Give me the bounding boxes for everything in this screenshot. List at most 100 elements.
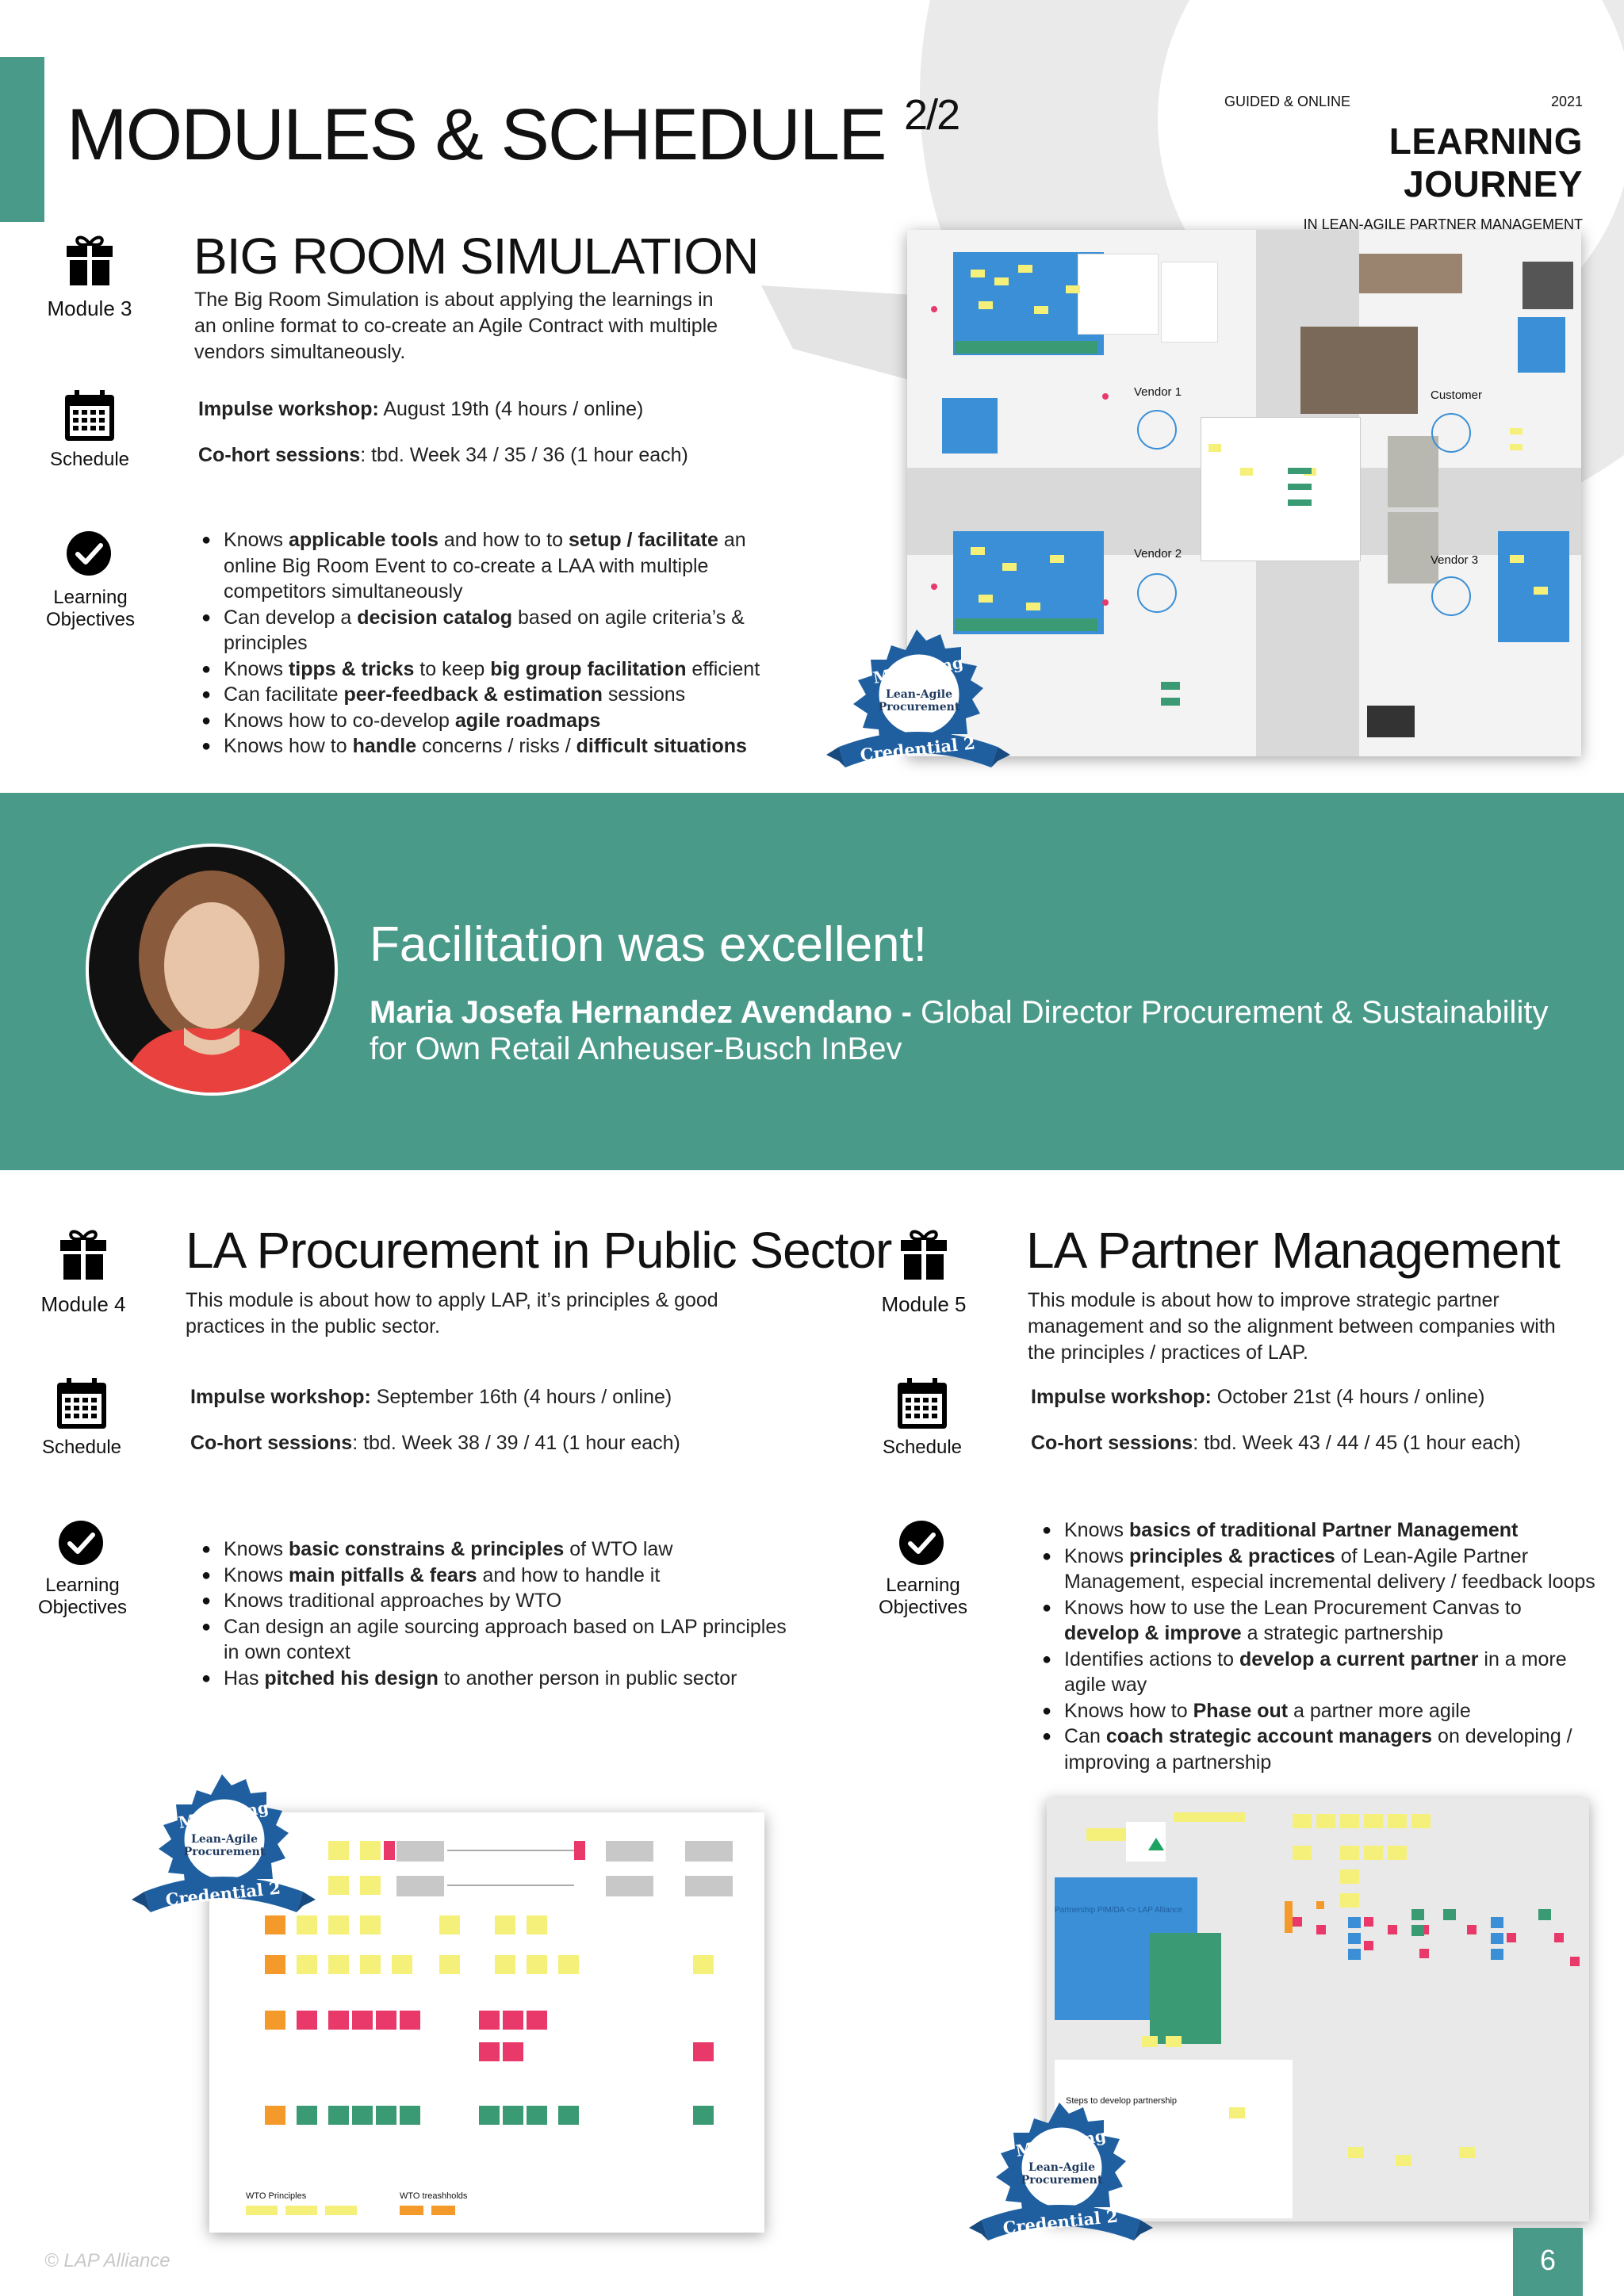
- checkmark-icon: [899, 1521, 944, 1565]
- module5-impulse-label: Impulse workshop:: [1031, 1386, 1212, 1408]
- module5-cohort-label: Co-hort sessions: [1031, 1432, 1193, 1454]
- objective-text: coach strategic account managers: [1105, 1725, 1433, 1747]
- module3-gift-icon-wrap: [62, 232, 117, 291]
- objective-text: Can facilitate: [224, 683, 344, 706]
- objective-text: Phase out: [1193, 1699, 1289, 1722]
- objective-text: handle: [352, 735, 417, 757]
- page-number-box: [1513, 2228, 1583, 2296]
- calendar-icon: [898, 1378, 947, 1429]
- vendor1-label: Vendor 1: [1134, 385, 1182, 399]
- objective-text: principles & practices: [1128, 1544, 1335, 1567]
- customer-label: Customer: [1431, 388, 1483, 402]
- module3-title: BIG ROOM SIMULATION: [193, 228, 759, 285]
- objective-text: tipps & tricks: [288, 657, 415, 680]
- module4-board-image: WTO Principles WTO treashholds: [209, 1812, 764, 2233]
- module5-impulse: Impulse workshop: October 21st (4 hours …: [1031, 1386, 1484, 1409]
- module4-objectives-label: Learning Objectives: [37, 1575, 128, 1618]
- gift-icon: [901, 1230, 947, 1280]
- module3-cohort-value: : tbd. Week 34 / 35 / 36 (1 hour each): [360, 444, 688, 466]
- module4-impulse: Impulse workshop: September 16th (4 hour…: [190, 1386, 672, 1409]
- objective-text: based on agile criteria’s & principles: [224, 606, 745, 655]
- objective-text: peer-feedback & estimation: [343, 683, 603, 706]
- objective-text: in a more agile way: [1064, 1647, 1567, 1697]
- module4-label: Module 4: [40, 1292, 126, 1316]
- checkmark-icon: [59, 1521, 103, 1565]
- module5-description: This module is about how to improve stra…: [1028, 1289, 1556, 1364]
- objective-text: Knows how to co-develop: [224, 709, 455, 732]
- vendor3-label: Vendor 3: [1431, 553, 1479, 567]
- objective-text: agile roadmaps: [454, 709, 601, 732]
- page-title: MODULES & SCHEDULE 2/2: [67, 91, 960, 177]
- objective-text: applicable tools: [288, 529, 439, 551]
- module3-cohort-label: Co-hort sessions: [198, 444, 361, 466]
- objective-item: Knows applicable tools and how to to set…: [201, 527, 788, 605]
- objective-item: Knows principles & practices of Lean-Agi…: [1042, 1544, 1597, 1595]
- module4-impulse-label: Impulse workshop:: [190, 1386, 371, 1408]
- gift-icon: [67, 235, 113, 285]
- objective-text: a strategic partnership: [1241, 1622, 1443, 1644]
- objective-text: to another person in public sector: [438, 1667, 737, 1689]
- brand-title: LEARNING JOURNEY: [1388, 121, 1583, 205]
- objective-text: basics of traditional Partner Management: [1128, 1519, 1519, 1541]
- objective-text: Knows: [1064, 1544, 1129, 1567]
- module3-impulse-label: Impulse workshop:: [198, 398, 379, 420]
- brand-block: GUIDED & ONLINE 2021 LEARNING JOURNEY IN…: [1224, 94, 1583, 233]
- objective-item: Can design an agile sourcing approach ba…: [201, 1614, 804, 1666]
- module5-board-label-b: Steps to develop partnership: [1066, 2096, 1178, 2106]
- module3-cohort: Co-hort sessions: tbd. Week 34 / 35 / 36…: [198, 444, 688, 467]
- module4-title: LA Procurement in Public Sector: [186, 1222, 892, 1279]
- module4-cohort-label: Co-hort sessions: [190, 1432, 353, 1454]
- objective-text: Knows: [224, 1538, 289, 1560]
- objective-text: Knows how to: [224, 735, 353, 757]
- objective-text: a partner more agile: [1288, 1699, 1471, 1722]
- objective-text: setup / facilitate: [568, 529, 718, 551]
- module5-title: LA Partner Management: [1026, 1222, 1561, 1279]
- module4-cohort: Co-hort sessions: tbd. Week 38 / 39 / 41…: [190, 1432, 680, 1455]
- module5-board-label-a: Partnership PIM/DA <> LAP Alliance: [1055, 1906, 1183, 1915]
- module3-impulse: Impulse workshop: August 19th (4 hours /…: [198, 398, 643, 421]
- objective-text: pitched his design: [264, 1667, 439, 1689]
- badge-line1: Lean-Agile: [191, 1833, 258, 1846]
- objective-text: decision catalog: [357, 606, 513, 629]
- module3-checkmark-icon-wrap: [65, 530, 113, 581]
- objective-item: Identifies actions to develop a current …: [1042, 1647, 1597, 1698]
- objective-text: main pitfalls & fears: [288, 1563, 477, 1586]
- objective-text: and how to to: [438, 529, 569, 551]
- objective-item: Knows how to co-develop agile roadmaps: [201, 708, 788, 734]
- testimonial-attribution: Maria Josefa Hernandez Avendano - Global…: [370, 994, 1591, 1067]
- module5-calendar-icon-wrap: [894, 1376, 950, 1436]
- objective-item: Knows how to handle concerns / risks / d…: [201, 733, 788, 760]
- footer-copyright: © LAP Alliance: [44, 2250, 170, 2271]
- objective-text: an online Big Room Event to co-create a …: [224, 529, 746, 603]
- module3-objectives-label: Learning Objectives: [45, 587, 136, 630]
- brand-subtitle: IN LEAN-AGILE PARTNER MANAGEMENT: [1303, 216, 1583, 232]
- objective-text: concerns / risks /: [416, 735, 576, 757]
- objective-text: develop & improve: [1064, 1622, 1242, 1644]
- objective-text: develop a current partner: [1239, 1647, 1479, 1670]
- objective-text: Knows: [224, 1563, 289, 1586]
- module4-description: This module is about how to apply LAP, i…: [186, 1289, 718, 1337]
- brand-top-left: GUIDED & ONLINE: [1224, 94, 1351, 109]
- brand-year: 2021: [1550, 94, 1583, 109]
- module3-description: The Big Room Simulation is about applyin…: [194, 289, 718, 363]
- gift-icon: [60, 1230, 106, 1280]
- module3-board-image: Vendor 1 Vendor 2 Vendor 3 Customer: [907, 230, 1581, 756]
- header-accent-bar: [0, 57, 44, 222]
- calendar-icon: [65, 390, 114, 441]
- objective-item: Knows traditional approaches by WTO: [201, 1588, 804, 1614]
- module3-impulse-value: August 19th (4 hours / online): [378, 398, 644, 420]
- objective-text: of WTO law: [564, 1538, 673, 1560]
- module3-schedule-label: Schedule: [49, 449, 130, 470]
- objective-item: Can facilitate peer-feedback & estimatio…: [201, 682, 788, 708]
- objective-text: Knows traditional approaches by WTO: [224, 1590, 562, 1612]
- badge-line2: Procurement: [1021, 2174, 1103, 2187]
- objective-text: Knows: [224, 529, 289, 551]
- objective-text: Knows: [224, 657, 289, 680]
- objective-item: Knows how to Phase out a partner more ag…: [1042, 1698, 1597, 1724]
- module4-board-label-b: WTO treashholds: [400, 2191, 468, 2201]
- badge-line1: Lean-Agile: [1028, 2161, 1095, 2174]
- objective-item: Knows main pitfalls & fears and how to h…: [201, 1563, 804, 1589]
- module5-label: Module 5: [881, 1292, 967, 1316]
- testimonial-quote: Facilitation was excellent!: [370, 917, 927, 972]
- vendor2-label: Vendor 2: [1134, 547, 1182, 561]
